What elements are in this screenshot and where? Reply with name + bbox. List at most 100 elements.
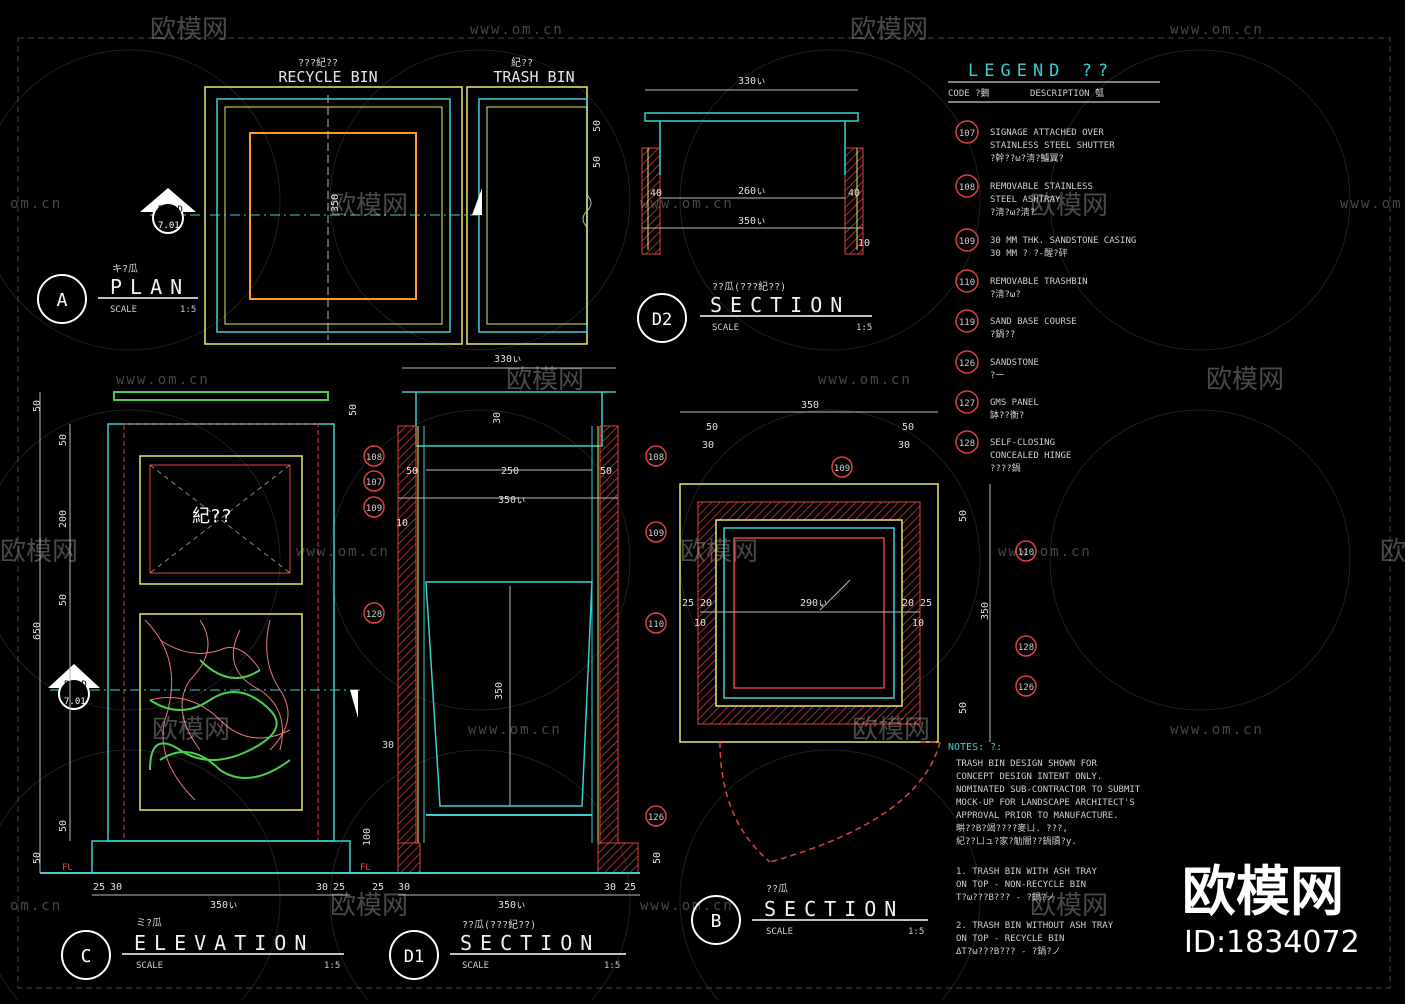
legend-desc: 30 MM THK. SANDSTONE CASING xyxy=(990,236,1136,246)
section-d1-view: 330ぃ 250 350ぃ 350 50 30 50 50 10 30 100 … xyxy=(348,354,667,980)
legend-item: 107 SIGNAGE ATTACHED OVER STAINLESS STEE… xyxy=(955,120,1115,164)
elev-callout-128: 128 xyxy=(366,610,382,620)
d1-w350: 350ぃ xyxy=(498,900,526,911)
wm-brand: 欧模网 xyxy=(850,15,928,45)
d1-callout-108: 108 xyxy=(648,453,664,463)
wm-url: www.om.cn xyxy=(1340,196,1405,212)
d1-dim-350v: 350 xyxy=(494,682,505,700)
legend-item: 108 REMOVABLE STAINLESS STEEL ASHTRAY ?淸… xyxy=(955,174,1093,218)
d1-w25b: 25 xyxy=(624,882,636,893)
wm-brand: 欧模网 xyxy=(330,891,408,921)
b-dim-s10: 10 xyxy=(694,618,706,629)
legend-desc: STAINLESS STEEL SHUTTER xyxy=(990,141,1115,151)
b-dim-v350: 350 xyxy=(980,602,991,620)
plan-marker: A xyxy=(57,290,68,311)
d1-dim-50: 50 xyxy=(348,404,359,416)
d1-dim-350: 350ぃ xyxy=(498,495,526,506)
notes-line: APPROVAL PRIOR TO MANUFACTURE. xyxy=(956,811,1119,821)
notes-title: NOTES: ?: xyxy=(948,742,1002,753)
elevation-tag-top: B xyxy=(64,680,69,690)
d2-scale-value: 1:5 xyxy=(856,323,872,333)
legend-code: 127 xyxy=(959,399,975,409)
legend-item: 126 SANDSTONE ?ー xyxy=(955,350,1039,381)
elev-callout-108: 108 xyxy=(366,453,382,463)
legend-code: 119 xyxy=(959,318,975,328)
elev-dim-50c: 50 xyxy=(58,594,69,606)
wm-brand: 欧模网 xyxy=(152,715,230,745)
d1-dim-10: 10 xyxy=(396,518,408,529)
notes-line: 1. TRASH BIN WITH ASH TRAY xyxy=(956,867,1097,877)
notes-line: TRASH BIN DESIGN SHOWN FOR xyxy=(956,759,1097,769)
b-callout-110: 110 xyxy=(1018,548,1034,558)
b-dim-r50: 50 xyxy=(902,422,914,433)
plan-trash-label: TRASH BIN xyxy=(493,68,574,86)
b-callout-126: 126 xyxy=(1018,683,1034,693)
wm-url: www.om.cn xyxy=(116,372,210,388)
sheet-frame xyxy=(17,37,1391,989)
legend-code: 128 xyxy=(959,439,975,449)
legend-desc: REMOVABLE STAINLESS xyxy=(990,182,1093,192)
legend-desc: ?淸?ω? xyxy=(990,288,1021,300)
elev-w30b: 30 xyxy=(316,882,328,893)
elevation-title-cn: ミ?瓜 xyxy=(136,917,162,929)
d1-title: SECTION xyxy=(460,931,600,955)
wm-url: www.om.cn xyxy=(998,544,1092,560)
notes-line: MOCK-UP FOR LANDSCAPE ARCHITECT'S xyxy=(956,798,1135,808)
d1-dim-250: 250 xyxy=(501,466,519,477)
b-title: SECTION xyxy=(764,897,904,921)
d1-dim-50l: 50 xyxy=(406,466,418,477)
wm-url: www.om.cn xyxy=(640,898,734,914)
d1-callout-126: 126 xyxy=(648,813,664,823)
b-scale-value: 1:5 xyxy=(908,927,924,937)
b-marker: B xyxy=(711,911,722,932)
legend-code: 109 xyxy=(959,237,975,247)
d2-marker: D2 xyxy=(652,310,672,330)
notes-line: T?ω???B??? - ?鍋?ノ xyxy=(956,891,1055,903)
elevation-scale-value: 1:5 xyxy=(324,961,340,971)
d1-dim-100: 100 xyxy=(362,828,373,846)
elevation-scale-label: SCALE xyxy=(136,961,163,971)
legend-desc: ?ー xyxy=(990,371,1004,381)
wm-url: www.om.cn xyxy=(296,544,390,560)
b-dim-s25: 25 xyxy=(682,598,694,609)
wm-url-short: om.cn xyxy=(10,898,62,914)
d1-dim-30b: 30 xyxy=(382,740,394,751)
d2-dim-40a: 40 xyxy=(650,188,662,199)
d1-w30b: 30 xyxy=(604,882,616,893)
d2-dim-10: 10 xyxy=(858,238,870,249)
wm-url: www.om.cn xyxy=(1170,722,1264,738)
elevation-panel-text: 紀?? xyxy=(192,506,232,527)
watermark-circles xyxy=(0,49,1351,1004)
plan-tag-bottom: 7.01 xyxy=(158,221,180,231)
plan-view: ???紀?? RECYCLE BIN 紀?? TRASH BIN 350 D2 … xyxy=(37,56,592,345)
elevation-fl: FL xyxy=(62,863,73,873)
d1-callout-109: 109 xyxy=(648,529,664,539)
b-dim-s10b: 10 xyxy=(912,618,924,629)
plan-scale-label: SCALE xyxy=(110,305,137,315)
b-dim-l30: 30 xyxy=(702,440,714,451)
elev-dim-650: 650 xyxy=(32,622,43,640)
wm-brand: 欧模网 xyxy=(506,365,584,395)
elev-w350: 350ぃ xyxy=(210,900,238,911)
wm-brand: 欧模网 xyxy=(330,191,408,221)
plan-marker-circle xyxy=(37,274,87,324)
legend-desc: SAND BASE COURSE xyxy=(990,317,1077,327)
d1-dim-top: 330ぃ xyxy=(494,354,522,365)
legend-desc: SANDSTONE xyxy=(990,358,1039,368)
legend-col-code: CODE ?鵝 xyxy=(948,87,990,99)
elevation-tag-bottom: 7.01 xyxy=(64,697,86,707)
d2-dim-top: 330ぃ xyxy=(738,76,766,87)
legend-desc: 缽??衡? xyxy=(990,409,1024,421)
elevation-title: ELEVATION xyxy=(134,931,314,955)
legend-item: 119 SAND BASE COURSE ?鍋?? xyxy=(955,309,1077,340)
wm-url: www.om.cn xyxy=(1170,22,1264,38)
elevation-tag-top2: LD xyxy=(76,680,87,690)
wm-brand: 欧模网 xyxy=(1206,365,1284,395)
legend-desc: REMOVABLE TRASHBIN xyxy=(990,277,1088,287)
d2-scale-label: SCALE xyxy=(712,323,739,333)
elev-dim-50b: 50 xyxy=(58,434,69,446)
legend-desc: ????鍋 xyxy=(990,462,1021,474)
wm-brand: 欧模网 xyxy=(0,537,78,567)
elev-w30: 30 xyxy=(110,882,122,893)
